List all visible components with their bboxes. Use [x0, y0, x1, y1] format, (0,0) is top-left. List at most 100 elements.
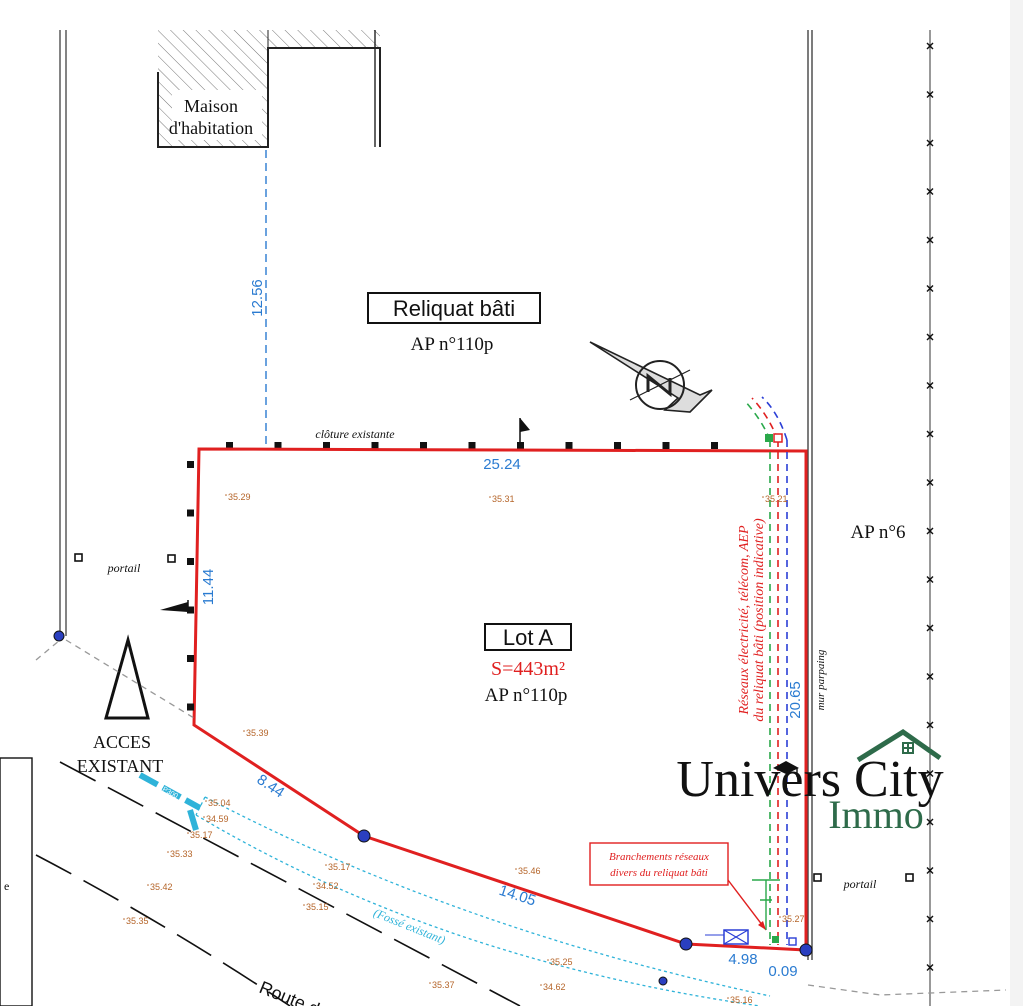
reliquat-title: Reliquat bâti — [393, 296, 515, 321]
elevation-label: 34.62 — [543, 982, 566, 992]
elevation-point — [727, 997, 729, 999]
fence-x-icon — [926, 867, 934, 874]
access-arrow-icon — [104, 634, 150, 720]
fence-post — [420, 442, 427, 449]
branchements-label: Branchements réseaux — [609, 851, 709, 863]
elevation-point — [762, 496, 764, 498]
reliquat-parcel: AP n°110p — [411, 334, 494, 355]
existing-fence-left — [187, 461, 194, 711]
fence-post — [371, 442, 379, 449]
elevation-point — [547, 959, 549, 961]
elevation-label: 35.42 — [150, 882, 173, 892]
elevation-point — [429, 982, 431, 984]
elevation-label: 35.29 — [228, 492, 251, 502]
portail-right: portail — [843, 877, 877, 891]
gate-post-icon-4 — [905, 873, 914, 882]
fence-x-icon — [926, 818, 934, 826]
edge-letter: e — [4, 879, 9, 893]
logo-wordmark: Univers City — [676, 751, 943, 808]
lot-a-surface: S=443m² — [491, 658, 565, 680]
acces-label-2: EXISTANT — [77, 756, 164, 776]
fence-post — [226, 442, 233, 449]
branchements-label-2: divers du reliquat bâti — [610, 867, 708, 879]
fence-x-icon — [926, 382, 934, 389]
elevation-point — [313, 883, 315, 885]
elevation-label: 35.27 — [782, 914, 805, 924]
fence-x-icon — [926, 915, 934, 923]
fence-x-icon — [926, 333, 934, 341]
fence-post — [468, 442, 476, 449]
fence-post — [187, 558, 194, 565]
elevation-point — [187, 832, 189, 834]
elevation-point — [325, 864, 327, 866]
fence-x-icon — [926, 576, 934, 583]
fence-post — [187, 655, 194, 662]
branchements-arrow-icon — [758, 921, 766, 930]
fence-x-icon — [926, 188, 934, 195]
reseaux-label-2: du reliquat bâti (position indicative) — [752, 518, 767, 722]
elevation-label: 35.39 — [246, 728, 269, 738]
gate-post-icon-3 — [813, 873, 822, 882]
fence-x-icon — [926, 430, 934, 438]
elevation-label: 35.15 — [306, 902, 329, 912]
fence-x-icon — [926, 139, 934, 147]
right-boundary-lines — [807, 30, 813, 960]
north-arrow-icon — [589, 341, 713, 413]
logo-wordmark-2: Immo — [828, 792, 924, 837]
network-lines — [743, 396, 788, 945]
fence-x-icon — [926, 721, 934, 729]
elevation-point — [225, 494, 227, 496]
portail-left: portail — [107, 561, 141, 575]
elevation-point — [243, 730, 245, 732]
gate-post-icon-2 — [167, 554, 176, 563]
fence-post — [662, 442, 670, 449]
fence-x-icon — [926, 527, 934, 535]
left-property-lines — [59, 30, 67, 636]
lot-a-parcel: AP n°110p — [485, 685, 568, 706]
connection-boxes — [705, 879, 797, 946]
fence-post — [274, 442, 282, 449]
gate-post-icon — [74, 553, 83, 562]
network-box-green — [765, 434, 773, 442]
univers-city-logo: Univers City Immo — [676, 729, 944, 837]
left-building-edge — [0, 757, 33, 1006]
dimension-25-24: 25.24 — [483, 456, 521, 473]
elevation-point — [540, 984, 542, 986]
house-label-2: d'habitation — [169, 118, 253, 138]
setback-dashed-lines — [35, 639, 195, 719]
bottom-setback-line — [807, 984, 1007, 996]
elevation-point — [205, 800, 207, 802]
dimension-4-98: 4.98 — [728, 951, 757, 968]
elevation-point — [123, 918, 125, 920]
elevation-label: 35.37 — [432, 980, 455, 990]
elevation-label: 34.59 — [206, 814, 229, 824]
fence-x-icon — [926, 91, 934, 98]
dimension-12-56: 12.56 — [249, 279, 266, 317]
elevation-point — [489, 496, 491, 498]
fence-post — [187, 461, 194, 468]
mur-parpaing-label: mur parpaing — [815, 649, 827, 710]
dimension-8-44: 8.44 — [254, 771, 288, 801]
fence-x-icon — [926, 236, 934, 244]
dimension-0-09: 0.09 — [768, 963, 797, 980]
ep300-outlet — [187, 809, 199, 831]
fence-post — [187, 606, 194, 614]
elevation-label: 35.21 — [765, 494, 788, 504]
reseaux-label: Réseaux électricité, télécom, AEP — [737, 525, 752, 715]
fence-post — [711, 442, 718, 449]
elevation-label: 35.33 — [170, 849, 193, 859]
ep300-pipe — [138, 772, 202, 811]
cloture-label: clôture existante — [315, 427, 395, 441]
fence-x-icon — [926, 964, 934, 971]
existing-ditch — [195, 796, 771, 1006]
dimension-11-44: 11.44 — [200, 569, 217, 605]
elevation-label: 35.25 — [550, 957, 573, 967]
fence-post — [187, 509, 194, 517]
flag-marker-icon — [519, 418, 530, 446]
ep300-label: EP300 — [157, 784, 179, 801]
acces-label: ACCES — [93, 732, 151, 752]
lot-a-box — [484, 623, 572, 651]
elevation-label: 35.04 — [208, 798, 231, 808]
